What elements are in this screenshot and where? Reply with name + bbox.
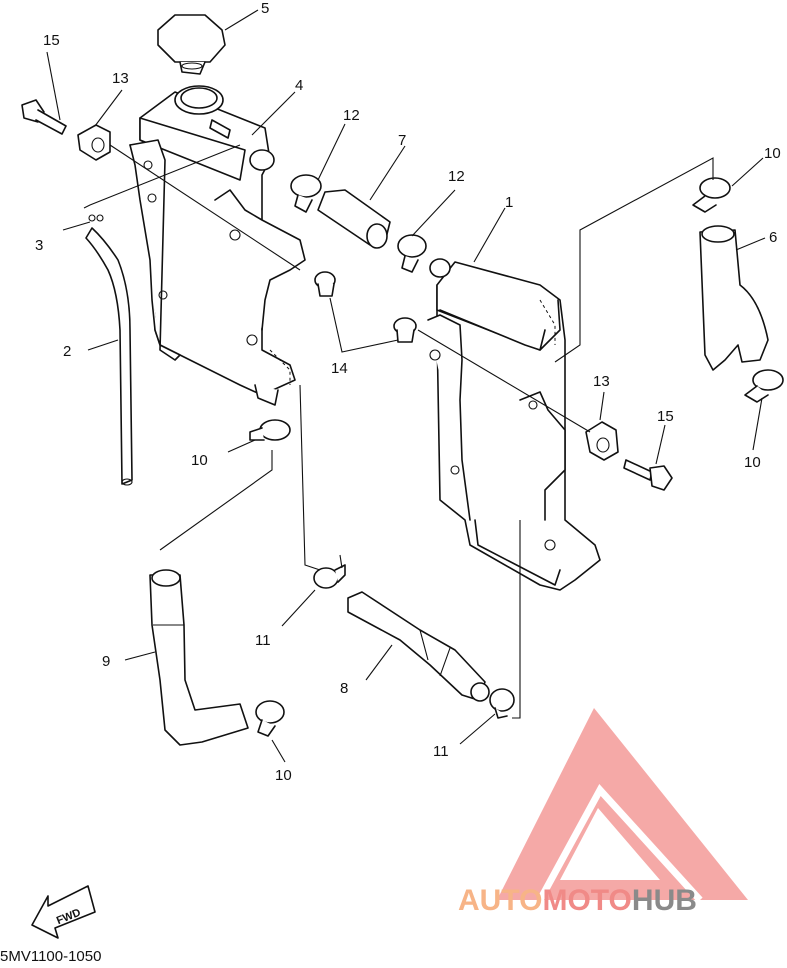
- watermark-hub: HUB: [632, 884, 697, 917]
- label-part-12-left: 12: [343, 107, 360, 124]
- clamp-10-bottom: [255, 700, 285, 737]
- bolt-15-right: [623, 459, 673, 491]
- catalog-code: 5MV1100-1050: [0, 948, 101, 963]
- label-part-11-bottom: 11: [433, 743, 449, 760]
- label-part-8: 8: [340, 680, 348, 697]
- hose-2: [85, 227, 133, 486]
- leader-lines: [46, 9, 766, 763]
- clamp-10-top-right: [692, 177, 731, 213]
- watermark-moto: MOTO: [542, 884, 631, 917]
- watermark-text: AUTOMOTOHUB: [458, 884, 697, 917]
- label-part-6: 6: [769, 229, 777, 246]
- hose-6: [699, 225, 769, 371]
- label-part-1: 1: [505, 194, 513, 211]
- label-part-2: 2: [63, 343, 71, 360]
- part-labels: 1 2 3 4 5 6 7 8 9 10 10 10 10 11 11 12 1…: [35, 0, 781, 784]
- collar-14-upper: [314, 271, 336, 297]
- clamp-11-bottom: [489, 688, 515, 719]
- clamp-11-mid: [313, 554, 346, 589]
- hose-8: [347, 591, 490, 702]
- label-part-14: 14: [331, 360, 348, 377]
- clamp-12-left: [290, 174, 322, 213]
- label-part-7: 7: [398, 132, 406, 149]
- label-part-12-right: 12: [448, 168, 465, 185]
- label-part-3: 3: [35, 237, 43, 254]
- damper-13-left: [77, 124, 111, 161]
- clip-3: [88, 214, 104, 222]
- label-part-15-right: 15: [657, 408, 674, 425]
- bolt-15-left: [21, 99, 67, 135]
- watermark-auto: AUTO: [458, 884, 542, 917]
- clamp-10-left: [249, 419, 291, 441]
- clamp-12-right: [397, 234, 427, 273]
- label-part-9: 9: [102, 653, 110, 670]
- fwd-arrow: FWD: [31, 885, 96, 939]
- radiator-cap: [157, 14, 226, 75]
- label-part-15-left: 15: [43, 32, 60, 49]
- damper-13-right: [585, 421, 619, 461]
- label-part-10-left: 10: [191, 452, 208, 469]
- automotohub-logo: [497, 708, 748, 903]
- collar-14-lower: [393, 317, 417, 343]
- label-part-10-bottom: 10: [275, 767, 292, 784]
- right-radiator: [427, 258, 601, 591]
- label-part-10-right: 10: [744, 454, 761, 471]
- svg-text:AUTOMOTOHUB: AUTOMOTOHUB: [458, 884, 697, 917]
- label-part-13-right: 13: [593, 373, 610, 390]
- left-radiator: [129, 85, 306, 406]
- hose-7: [317, 189, 391, 249]
- label-part-4: 4: [295, 77, 303, 94]
- clamp-10-right: [744, 369, 784, 403]
- hose-9: [149, 569, 249, 746]
- label-part-10-top-right: 10: [764, 145, 781, 162]
- label-part-13-left: 13: [112, 70, 129, 87]
- label-part-5: 5: [261, 0, 269, 17]
- label-part-11-mid: 11: [255, 632, 271, 649]
